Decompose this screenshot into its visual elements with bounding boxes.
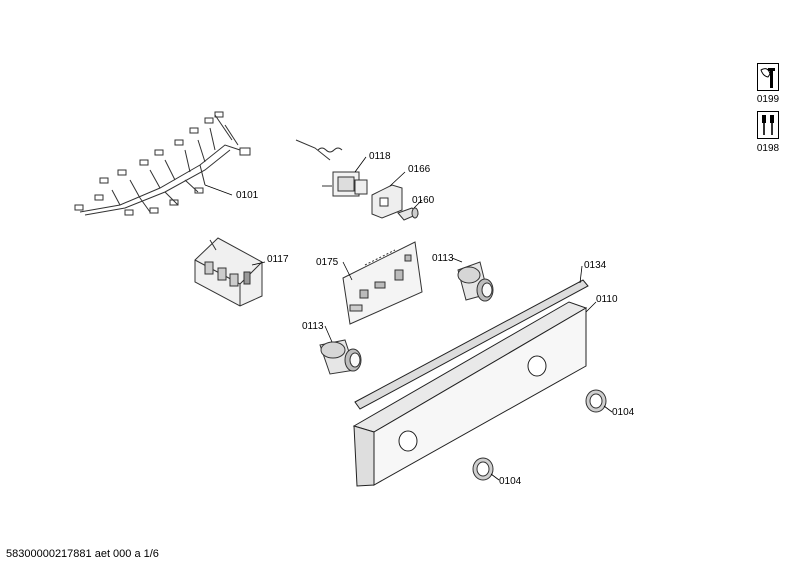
label-0104-lower: 0104 — [499, 476, 522, 487]
knob-ring-0104-lower[interactable] — [472, 457, 494, 481]
circuit-board-0175[interactable] — [342, 241, 423, 325]
thermostat-0118[interactable] — [295, 139, 368, 197]
label-0110: 0110 — [596, 294, 618, 305]
service-tool-wrench-icon[interactable] — [757, 63, 779, 91]
bracket-0166[interactable] — [371, 184, 403, 219]
encoder-0113-lower[interactable] — [319, 339, 362, 375]
document-footer: 58300000217881 aet 000 a 1/6 — [6, 548, 159, 560]
label-0198: 0198 — [756, 143, 780, 154]
label-0113-upper: 0113 — [432, 253, 454, 264]
gasket-strip-0134[interactable] — [354, 279, 589, 410]
label-0101: 0101 — [236, 190, 259, 201]
label-0117: 0117 — [267, 254, 289, 265]
module-0117[interactable] — [194, 237, 263, 307]
label-0175: 0175 — [316, 257, 339, 268]
label-0118: 0118 — [369, 151, 391, 162]
label-0160: 0160 — [412, 195, 435, 206]
encoder-0113-upper[interactable] — [457, 261, 494, 302]
control-panel-0110[interactable] — [352, 301, 588, 487]
shaft-0160[interactable] — [397, 207, 419, 221]
label-0104-right: 0104 — [612, 407, 635, 418]
service-tool-screwdriver-icon[interactable] — [757, 111, 779, 139]
label-0199: 0199 — [756, 94, 780, 105]
label-0134: 0134 — [584, 260, 607, 271]
label-0166: 0166 — [408, 164, 431, 175]
wiring-harness-0101[interactable] — [74, 111, 251, 216]
knob-ring-0104-right[interactable] — [585, 389, 607, 413]
label-0113-lower: 0113 — [302, 321, 324, 332]
